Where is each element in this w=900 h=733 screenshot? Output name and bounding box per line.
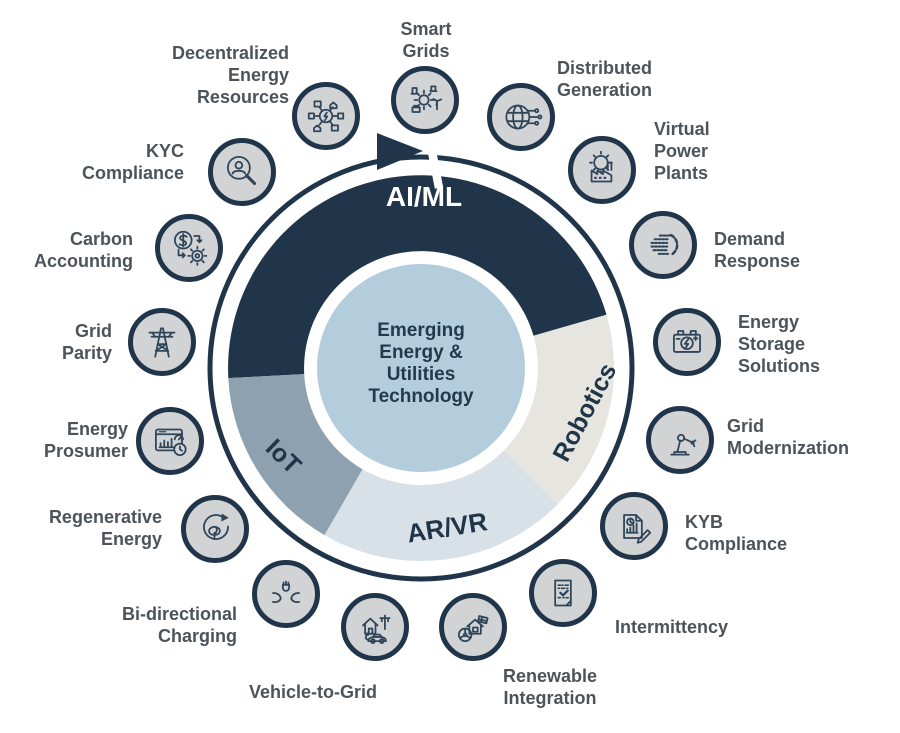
node-label-line: Prosumer: [43, 441, 128, 461]
globe-circuit-icon: [487, 83, 555, 151]
node-label-line: Renewable: [502, 666, 598, 686]
node-label-line: KYC: [145, 141, 184, 161]
segment-label-aiml: AI/ML: [386, 181, 462, 212]
node-label-line: Vehicle-to-Grid: [248, 682, 378, 702]
node-label-line: Grid: [727, 416, 765, 436]
node-label-line: Solutions: [738, 356, 820, 376]
dollar-gear-icon: [155, 214, 223, 282]
ring-segment-robotics: [503, 314, 614, 505]
node-label-line: Energy: [227, 65, 289, 85]
node-label-line: Parity: [61, 343, 112, 363]
node-label-line: Virtual: [654, 119, 710, 139]
center-title-line: Energy &: [379, 342, 463, 363]
magnifier-person-icon: [208, 138, 276, 206]
node-label-line: Storage: [738, 334, 806, 354]
center-title-line: Emerging: [377, 320, 465, 341]
center-title-line: Technology: [368, 386, 474, 407]
battery-icon: [653, 308, 721, 376]
node-label-line: Smart: [400, 19, 452, 39]
transmission-tower-icon: [128, 308, 196, 376]
intermittency-label: Intermittency: [615, 616, 875, 638]
node-label-line: Charging: [158, 626, 237, 646]
plugs-arrows-icon: [252, 560, 320, 628]
arrow-gap: [424, 135, 444, 189]
house-renewables-icon: [439, 593, 507, 661]
node-label-line: Accounting: [34, 251, 133, 271]
network-hub-icon: [292, 82, 360, 150]
node-label-line: Plants: [654, 163, 709, 183]
node-label-line: Response: [714, 251, 801, 271]
node-label-line: Compliance: [81, 163, 184, 183]
node-label-line: Intermittency: [615, 617, 729, 637]
node-label-line: Modernization: [727, 438, 849, 458]
node-label-line: Grid: [74, 321, 112, 341]
node-label-line: Demand: [714, 229, 786, 249]
house-car-icon: [341, 593, 409, 661]
node-label-line: Decentralized: [171, 43, 289, 63]
node-label-line: Resources: [196, 87, 289, 107]
arrowhead-icon: [377, 133, 423, 170]
robot-arm-icon: [646, 406, 714, 474]
binary-doc-icon: [529, 559, 597, 627]
report-pencil-icon: [600, 492, 668, 560]
vehicle-to-grid-label: Vehicle-to-Grid: [183, 681, 443, 703]
factory-gear-icon: [568, 136, 636, 204]
node-label-line: Energy: [738, 312, 800, 332]
ring-segment-arvr: [324, 450, 558, 561]
leaf-cycle-icon: [181, 495, 249, 563]
node-label-line: Integration: [503, 688, 597, 708]
city-energy-icon: [391, 66, 459, 134]
node-label-line: Energy: [100, 529, 162, 549]
node-label-line: Grids: [402, 41, 450, 61]
node-label-line: Energy: [66, 419, 128, 439]
center-title-line: Utilities: [386, 364, 456, 385]
center-disc: [317, 264, 525, 472]
ring-segment-aiml: [228, 175, 607, 379]
node-label-line: Power: [654, 141, 709, 161]
node-label-line: Regenerative: [48, 507, 162, 527]
node-label-line: Bi-directional: [121, 604, 237, 624]
node-label-line: KYB: [685, 512, 724, 532]
ring-segment-iot: [228, 374, 363, 536]
center-title: Emerging Energy & Utilities Technology: [311, 320, 531, 408]
node-label-line: Generation: [557, 80, 653, 100]
node-label-line: Compliance: [685, 534, 788, 554]
dashboard-chart-icon: [136, 407, 204, 475]
node-label-line: Distributed: [557, 58, 653, 78]
dotted-gear-icon: [629, 211, 697, 279]
node-label-line: Carbon: [70, 229, 133, 249]
outer-arrow-circle: [207, 154, 635, 582]
